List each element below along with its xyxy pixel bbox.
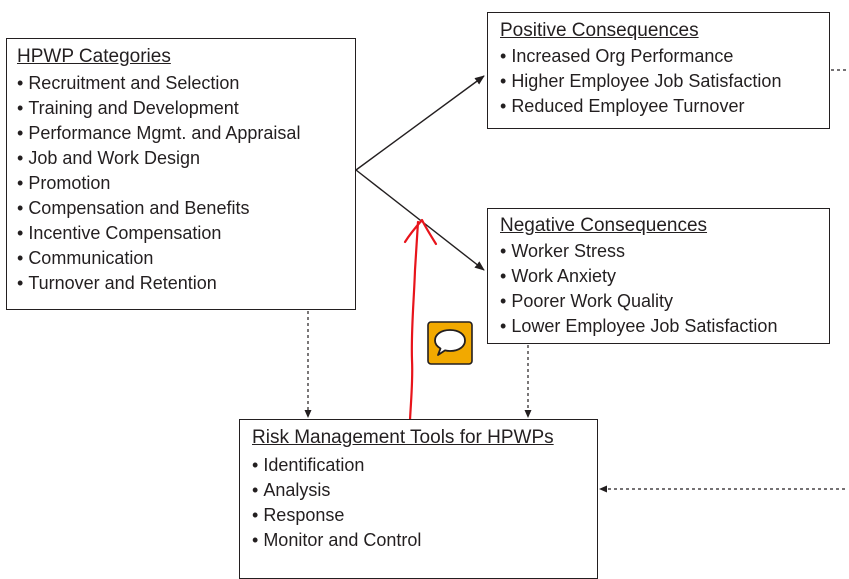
list-item: Incentive Compensation — [17, 221, 345, 246]
list-item: Performance Mgmt. and Appraisal — [17, 121, 345, 146]
positive-consequences-list: Increased Org Performance Higher Employe… — [500, 44, 819, 119]
list-item: Analysis — [252, 478, 587, 503]
speech-bubble-icon[interactable] — [427, 321, 473, 365]
list-item: Communication — [17, 246, 345, 271]
list-item: Work Anxiety — [500, 264, 819, 289]
negative-consequences-box: Negative Consequences Worker Stress Work… — [487, 208, 830, 344]
negative-consequences-title: Negative Consequences — [500, 215, 708, 236]
negative-consequences-list: Worker Stress Work Anxiety Poorer Work Q… — [500, 239, 819, 339]
list-item: Increased Org Performance — [500, 44, 819, 69]
list-item: Turnover and Retention — [17, 271, 345, 296]
list-item: Monitor and Control — [252, 528, 587, 553]
connector-layer — [304, 69, 849, 493]
arrow-to-negative — [355, 169, 485, 271]
list-item: Job and Work Design — [17, 146, 345, 171]
list-item: Reduced Employee Turnover — [500, 94, 819, 119]
list-item: Poorer Work Quality — [500, 289, 819, 314]
positive-consequences-box: Positive Consequences Increased Org Perf… — [487, 12, 830, 129]
list-item: Lower Employee Job Satisfaction — [500, 314, 819, 339]
list-item: Identification — [252, 453, 587, 478]
list-item: Promotion — [17, 171, 345, 196]
list-item: Training and Development — [17, 96, 345, 121]
list-item: Higher Employee Job Satisfaction — [500, 69, 819, 94]
list-item: Response — [252, 503, 587, 528]
red-pen-annotation-arrow[interactable] — [408, 220, 420, 422]
list-item: Worker Stress — [500, 239, 819, 264]
positive-consequences-title: Positive Consequences — [500, 20, 699, 41]
list-item: Compensation and Benefits — [17, 196, 345, 221]
list-item: Recruitment and Selection — [17, 71, 345, 96]
hpwp-categories-box: HPWP Categories Recruitment and Selectio… — [6, 38, 356, 310]
red-pen-annotation-arrowhead — [403, 218, 438, 246]
risk-management-tools-title: Risk Management Tools for HPWPs — [252, 427, 554, 448]
arrow-to-positive — [355, 75, 485, 171]
hpwp-categories-title: HPWP Categories — [17, 46, 171, 67]
risk-management-tools-box: Risk Management Tools for HPWPs Identifi… — [239, 419, 598, 579]
risk-management-tools-list: Identification Analysis Response Monitor… — [252, 453, 587, 553]
hpwp-categories-list: Recruitment and Selection Training and D… — [17, 71, 345, 296]
